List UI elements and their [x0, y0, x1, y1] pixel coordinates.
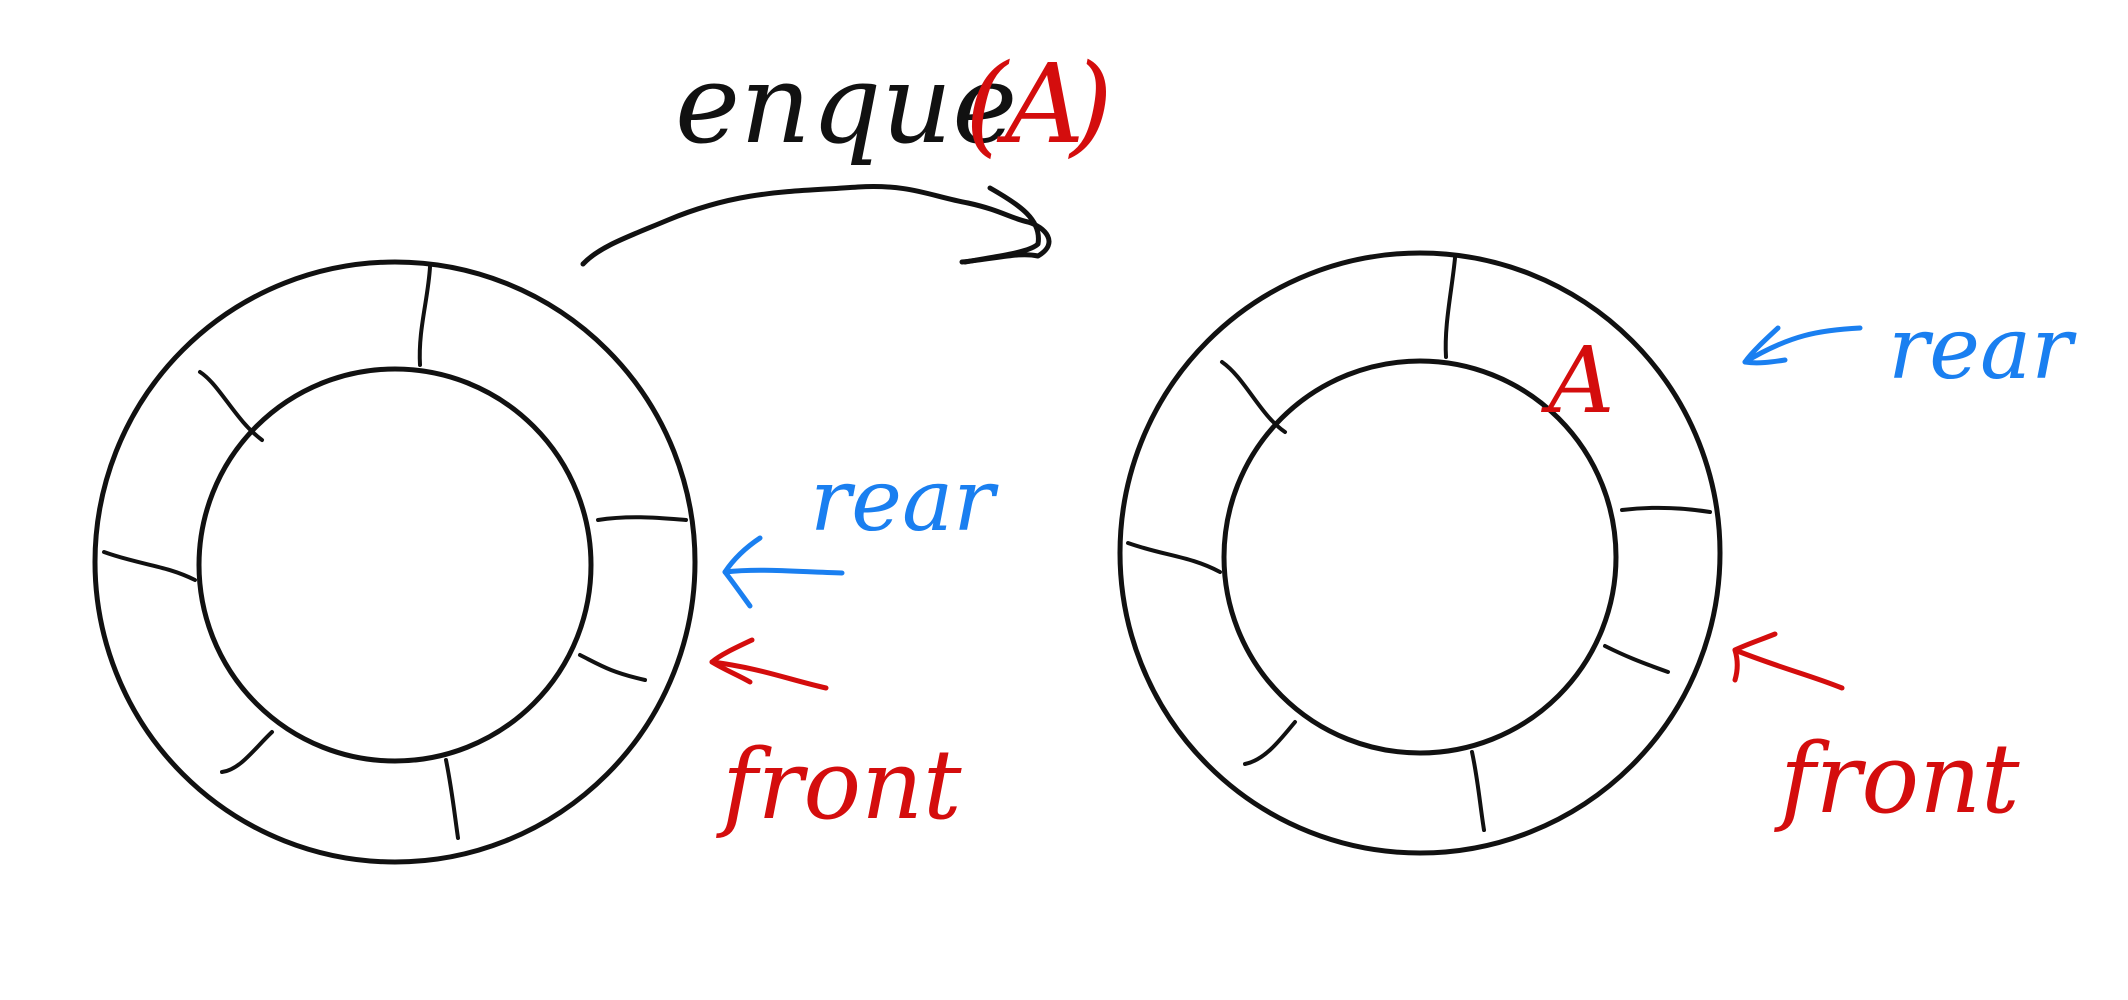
cell-divider: [596, 515, 688, 522]
outer-ring: [1117, 250, 1723, 856]
cell-divider: [1470, 750, 1486, 832]
rear-pointer-after: rear: [1742, 299, 2077, 399]
rear-label: rear: [810, 451, 999, 551]
rear-arrow: [1742, 325, 1863, 365]
front-arrowhead: [1732, 631, 1778, 683]
rear-arrowhead: [1742, 325, 1788, 366]
transition-arrow: [580, 184, 1052, 267]
outer-ring: [92, 259, 698, 865]
rear-arrowhead: [722, 535, 763, 609]
cell-divider: [1243, 720, 1297, 766]
cell-divider: [102, 550, 197, 582]
cell-divider: [1620, 505, 1712, 514]
front-arrowhead: [709, 637, 755, 685]
cell-divider: [578, 653, 647, 682]
cell-divider: [1603, 644, 1670, 674]
cell-value: A: [1540, 327, 1614, 434]
rear-arrow: [722, 567, 845, 576]
cell-divider: [1220, 360, 1287, 434]
front-arrow: [709, 659, 829, 691]
front-label: front: [716, 729, 962, 841]
title-open-paren: (: [965, 40, 1010, 168]
inner-ring: [196, 366, 594, 764]
front-label: front: [1774, 723, 2020, 835]
queue-ring-after: A: [1117, 250, 1723, 856]
rear-label: rear: [1888, 299, 2077, 399]
inner-ring: [1221, 358, 1619, 756]
title-close-paren: ): [1068, 40, 1113, 168]
cell-divider: [417, 265, 432, 367]
front-arrow: [1732, 647, 1845, 691]
cell-divider: [1126, 541, 1222, 574]
title: enque ( A ): [675, 40, 1113, 168]
cell-divider: [1443, 256, 1457, 359]
queue-ring-before: [92, 259, 698, 865]
cell-divider: [220, 730, 274, 774]
front-pointer-after: front: [1732, 631, 2020, 835]
title-operation: enque: [675, 40, 1017, 168]
cell-divider: [444, 758, 460, 840]
title-argument: A: [996, 40, 1084, 168]
rear-pointer-before: rear: [722, 451, 999, 609]
front-pointer-before: front: [709, 637, 962, 841]
cell-divider: [198, 370, 264, 442]
